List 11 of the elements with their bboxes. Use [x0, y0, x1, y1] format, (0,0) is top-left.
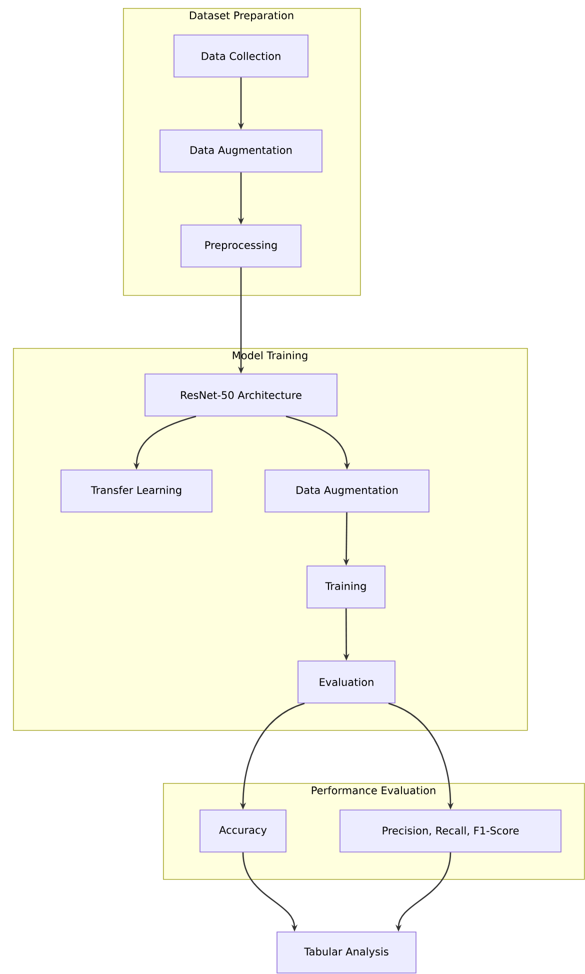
- process-box: Training: [306, 566, 386, 608]
- process-box: Precision, Recall, F1-Score: [340, 810, 562, 852]
- process-box: Accuracy: [200, 810, 286, 852]
- process-box: Evaluation: [298, 660, 396, 704]
- process-box: Data Collection: [174, 34, 308, 78]
- process-box: Preprocessing: [180, 224, 302, 268]
- process-box: Data Augmentation: [264, 470, 430, 512]
- process-box: Transfer Learning: [60, 470, 212, 512]
- process-box: Data Augmentation: [160, 130, 322, 172]
- process-box: Tabular Analysis: [276, 932, 416, 974]
- process-box: ResNet-50 Architecture: [144, 374, 338, 416]
